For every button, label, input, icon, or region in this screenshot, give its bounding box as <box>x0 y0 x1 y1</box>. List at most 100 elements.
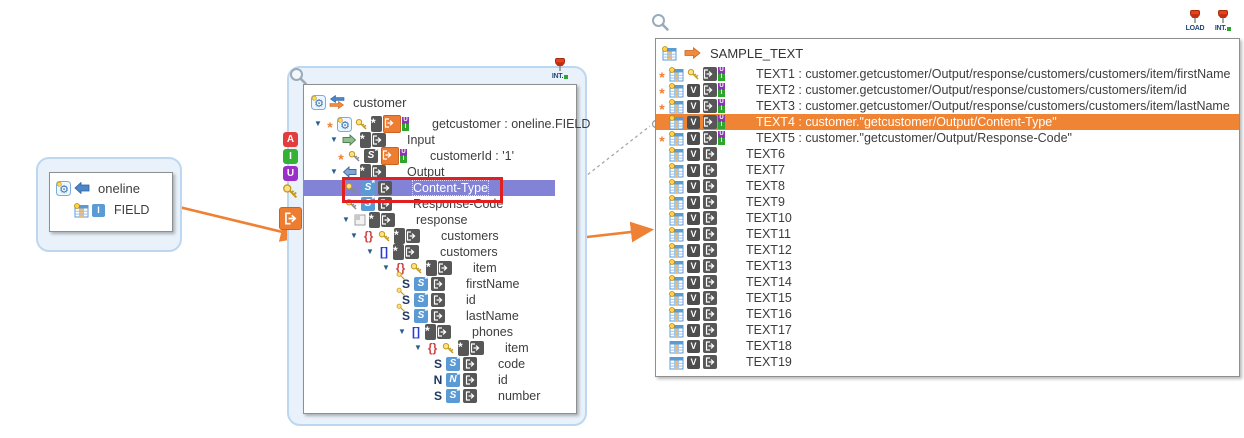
tree-row[interactable]: ▼*response <box>304 212 555 228</box>
tree-row[interactable]: ▼[]*customers <box>304 244 555 260</box>
export-icon <box>703 179 717 193</box>
export-icon <box>463 373 477 387</box>
export-icon <box>703 323 717 337</box>
variable-icon: V <box>687 163 700 177</box>
expander-icon[interactable]: ▼ <box>382 263 390 272</box>
tree-row[interactable]: ▼{}*item <box>304 340 555 356</box>
list-item-label: TEXT14 <box>746 275 792 289</box>
list-item-label: TEXT11 <box>746 227 791 241</box>
response-icon <box>354 214 366 226</box>
table-key-icon <box>669 98 684 114</box>
list-item-label: TEXT3 : customer.getcustomer/Output/resp… <box>756 99 1230 113</box>
expander-icon[interactable]: ▼ <box>398 327 406 336</box>
sample-root-label: SAMPLE_TEXT <box>710 45 804 61</box>
key-icon <box>348 150 361 163</box>
table-key-icon <box>669 274 684 290</box>
connector-arrow-left <box>178 205 305 242</box>
source-node-box[interactable]: ⚙ oneline I FIELD <box>49 172 173 232</box>
export-icon <box>703 355 717 369</box>
expander-icon[interactable]: ▼ <box>314 119 322 128</box>
expander-icon[interactable]: ▼ <box>342 215 350 224</box>
tree-row[interactable]: ▼*Output <box>304 164 555 180</box>
attribute-a-icon[interactable]: A <box>283 132 298 147</box>
tree-row[interactable]: ▼{}*item <box>304 260 555 276</box>
int-pin[interactable]: INT. <box>1208 10 1238 33</box>
index-i-icon[interactable]: I <box>283 149 298 164</box>
export-icon <box>703 227 717 241</box>
list-item-label: TEXT19 <box>746 355 792 369</box>
tree-row[interactable]: S*Content-Type <box>304 179 555 196</box>
input-arrow-icon <box>342 134 357 146</box>
table-key-icon <box>669 114 684 130</box>
export-icon <box>703 243 717 257</box>
expander-icon[interactable]: ▼ <box>330 167 338 176</box>
service-icon: ⚙ <box>56 180 71 196</box>
modified-asterisk: * <box>393 244 404 260</box>
export-icon[interactable] <box>279 207 302 230</box>
expander-icon[interactable]: ▼ <box>330 135 338 144</box>
tree-row-label: Input <box>407 133 435 147</box>
tree-row[interactable]: ▼{}*customers <box>304 228 555 244</box>
string-letter-icon: S <box>433 389 442 403</box>
export-star-group: * <box>360 164 386 180</box>
required-asterisk: * <box>338 151 344 167</box>
service-icon: ⚙ <box>337 116 352 132</box>
pushpin-icon <box>1190 10 1200 23</box>
sample-root-row[interactable]: SAMPLE_TEXT <box>662 45 1239 61</box>
expander-icon[interactable]: ▼ <box>366 247 374 256</box>
export-star-group: * <box>360 132 386 148</box>
search-icon[interactable] <box>651 13 670 37</box>
update-u-icon[interactable]: U <box>283 166 298 181</box>
int-pin[interactable]: INT. <box>545 58 575 81</box>
table-key-icon <box>74 202 89 218</box>
int-pin-label: INT. <box>1214 25 1227 32</box>
output-direction-arrow-icon <box>684 47 701 59</box>
variable-icon: V <box>687 243 700 257</box>
list-item-label: TEXT16 <box>746 307 792 321</box>
output-arrow-icon <box>342 166 357 178</box>
export-icon <box>703 307 717 321</box>
required-asterisk: * <box>659 69 665 85</box>
tree-row[interactable]: ▼ * Input <box>304 132 555 148</box>
expander-icon[interactable]: ▼ <box>414 343 422 352</box>
tree-row-label: customerId : '1' <box>430 149 514 163</box>
tree-root-row[interactable]: ⚙ customer <box>311 94 576 110</box>
tree-row[interactable]: ▼[]*phones <box>304 324 555 340</box>
tree-row-label: id <box>498 373 508 387</box>
variable-icon: V <box>687 291 700 305</box>
expander-icon[interactable]: ▼ <box>350 231 358 240</box>
search-icon[interactable] <box>289 67 308 91</box>
load-pin[interactable]: LOAD <box>1180 10 1210 33</box>
object-braces-icon: {} <box>427 341 438 355</box>
table-key-icon <box>669 242 684 258</box>
key-icon[interactable] <box>282 183 299 205</box>
